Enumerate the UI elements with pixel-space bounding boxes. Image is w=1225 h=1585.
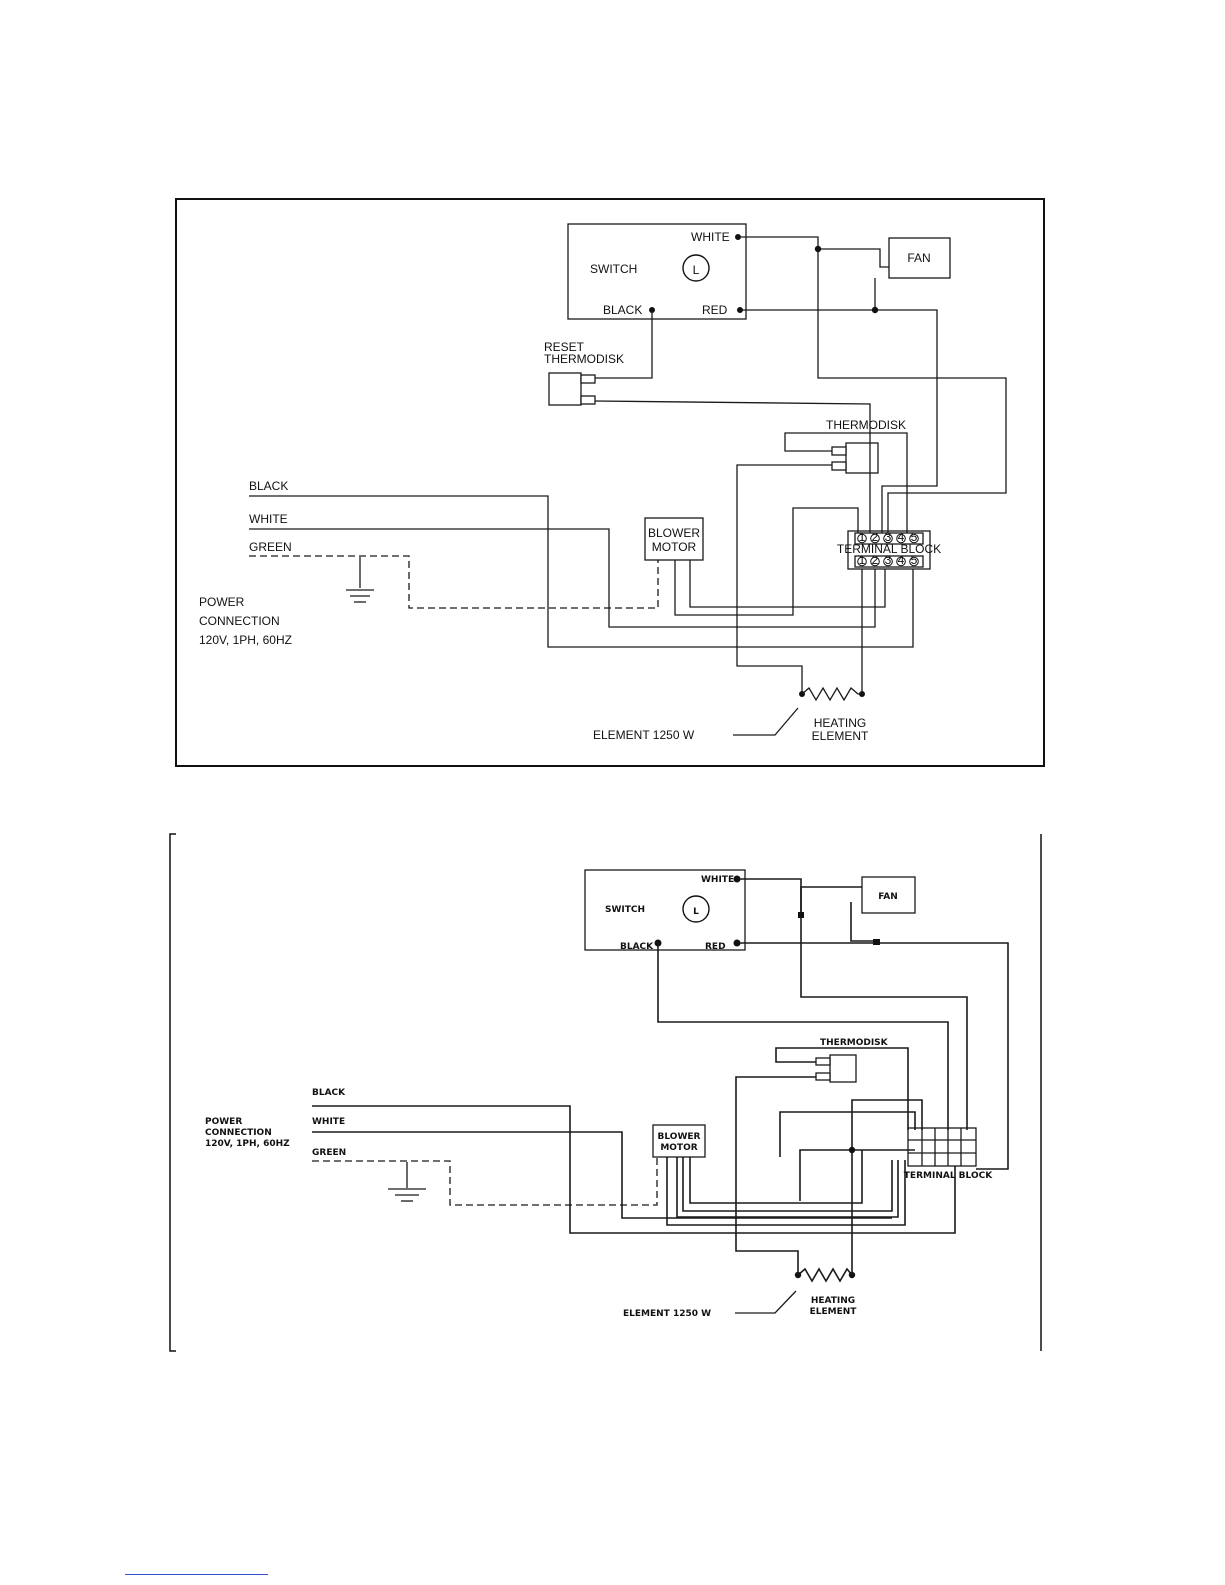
- switch-black-label: BLACK: [620, 942, 654, 952]
- terminal-block-label: TERMINAL BLOCK: [837, 542, 941, 556]
- switch-red-label: RED: [702, 303, 728, 317]
- blower-label-1: BLOWER: [648, 526, 700, 540]
- ground-icon: [388, 1162, 426, 1202]
- fan-box: [888, 237, 951, 279]
- thermodisk-label: THERMODISK: [820, 1038, 889, 1048]
- switch-label: SWITCH: [605, 905, 645, 915]
- wire-green-label: GREEN: [249, 540, 292, 554]
- power-label-2: CONNECTION: [205, 1128, 272, 1138]
- blower-label-2: MOTOR: [652, 540, 697, 554]
- wiring-diagram-2: SWITCH L WHITE BLACK RED FAN THERMODISK …: [169, 833, 1042, 1352]
- power-label-3: 120V, 1PH, 60HZ: [205, 1139, 290, 1149]
- svg-text:1: 1: [859, 530, 866, 544]
- svg-text:5: 5: [911, 530, 918, 544]
- switch-symbol: L: [693, 907, 699, 917]
- switch-white-label: WHITE: [691, 230, 730, 244]
- switch-lamp-icon: [682, 895, 710, 923]
- svg-text:3: 3: [885, 530, 892, 544]
- svg-text:1: 1: [859, 553, 866, 567]
- switch-lamp-icon: [682, 254, 710, 282]
- thermodisk: [829, 1054, 857, 1083]
- svg-text:2: 2: [872, 553, 879, 567]
- wire-white-label: WHITE: [249, 512, 288, 526]
- reset-thermodisk-label-2: THERMODISK: [544, 352, 624, 366]
- terminal-block: TERMINAL BLOCK 1 2 3 4 5 1 2 3 4 5: [837, 530, 941, 570]
- switch-box: [584, 869, 746, 951]
- svg-text:5: 5: [911, 553, 918, 567]
- blower-label-2: MOTOR: [660, 1143, 697, 1153]
- svg-text:3: 3: [885, 553, 892, 567]
- diagram-2-wires: [312, 878, 1009, 1275]
- fan-box: [861, 876, 916, 914]
- wire-green-label: GREEN: [312, 1148, 346, 1158]
- switch-label: SWITCH: [590, 262, 637, 276]
- switch-symbol: L: [693, 263, 700, 277]
- svg-text:2: 2: [872, 530, 879, 544]
- terminal-block: TERMINAL BLOCK: [904, 1127, 993, 1181]
- fan-label: FAN: [907, 251, 930, 265]
- heating-label-1: HEATING: [814, 716, 866, 730]
- wire-white-label: WHITE: [312, 1117, 345, 1127]
- heating-label-2: ELEMENT: [810, 1307, 858, 1317]
- svg-text:4: 4: [898, 553, 905, 567]
- wire-black-label: BLACK: [312, 1088, 346, 1098]
- thermodisk-label: THERMODISK: [826, 418, 906, 432]
- element-rating-label: ELEMENT 1250 W: [593, 728, 695, 742]
- heating-element-icon: [797, 1267, 853, 1283]
- ground-icon: [346, 557, 374, 603]
- power-label-3: 120V, 1PH, 60HZ: [199, 633, 292, 647]
- svg-text:4: 4: [898, 530, 905, 544]
- switch-white-label: WHITE: [701, 875, 734, 885]
- switch-box: [567, 223, 747, 320]
- reset-thermodisk-label-1: RESET: [544, 340, 585, 354]
- blower-motor: [652, 1124, 706, 1158]
- wire-black-label: BLACK: [249, 479, 288, 493]
- element-rating-label: ELEMENT 1250 W: [623, 1309, 711, 1319]
- element-leader-line: [735, 1290, 797, 1314]
- switch-red-label: RED: [705, 942, 726, 952]
- fan-label: FAN: [878, 892, 898, 902]
- power-label-2: CONNECTION: [199, 614, 280, 628]
- heating-label-1: HEATING: [811, 1296, 855, 1306]
- blower-label-1: BLOWER: [658, 1132, 701, 1142]
- diagram-1-frame: [175, 198, 1045, 767]
- heating-label-2: ELEMENT: [812, 729, 869, 743]
- heating-element-icon: [801, 686, 859, 702]
- power-label-1: POWER: [199, 595, 245, 609]
- power-label-1: POWER: [205, 1117, 242, 1127]
- reset-thermodisk: [548, 372, 582, 406]
- switch-black-label: BLACK: [603, 303, 642, 317]
- footer-rule: [125, 1574, 268, 1575]
- terminal-block-label: TERMINAL BLOCK: [904, 1171, 993, 1181]
- thermodisk: [845, 442, 879, 474]
- diagram-1-wires: [249, 236, 1007, 694]
- blower-motor: [644, 517, 704, 561]
- wiring-diagram-1: SWITCH L WHITE BLACK RED FAN RESET THERM…: [175, 198, 1045, 767]
- diagram-2-frame-left: [169, 833, 176, 1352]
- element-leader-line: [733, 707, 799, 736]
